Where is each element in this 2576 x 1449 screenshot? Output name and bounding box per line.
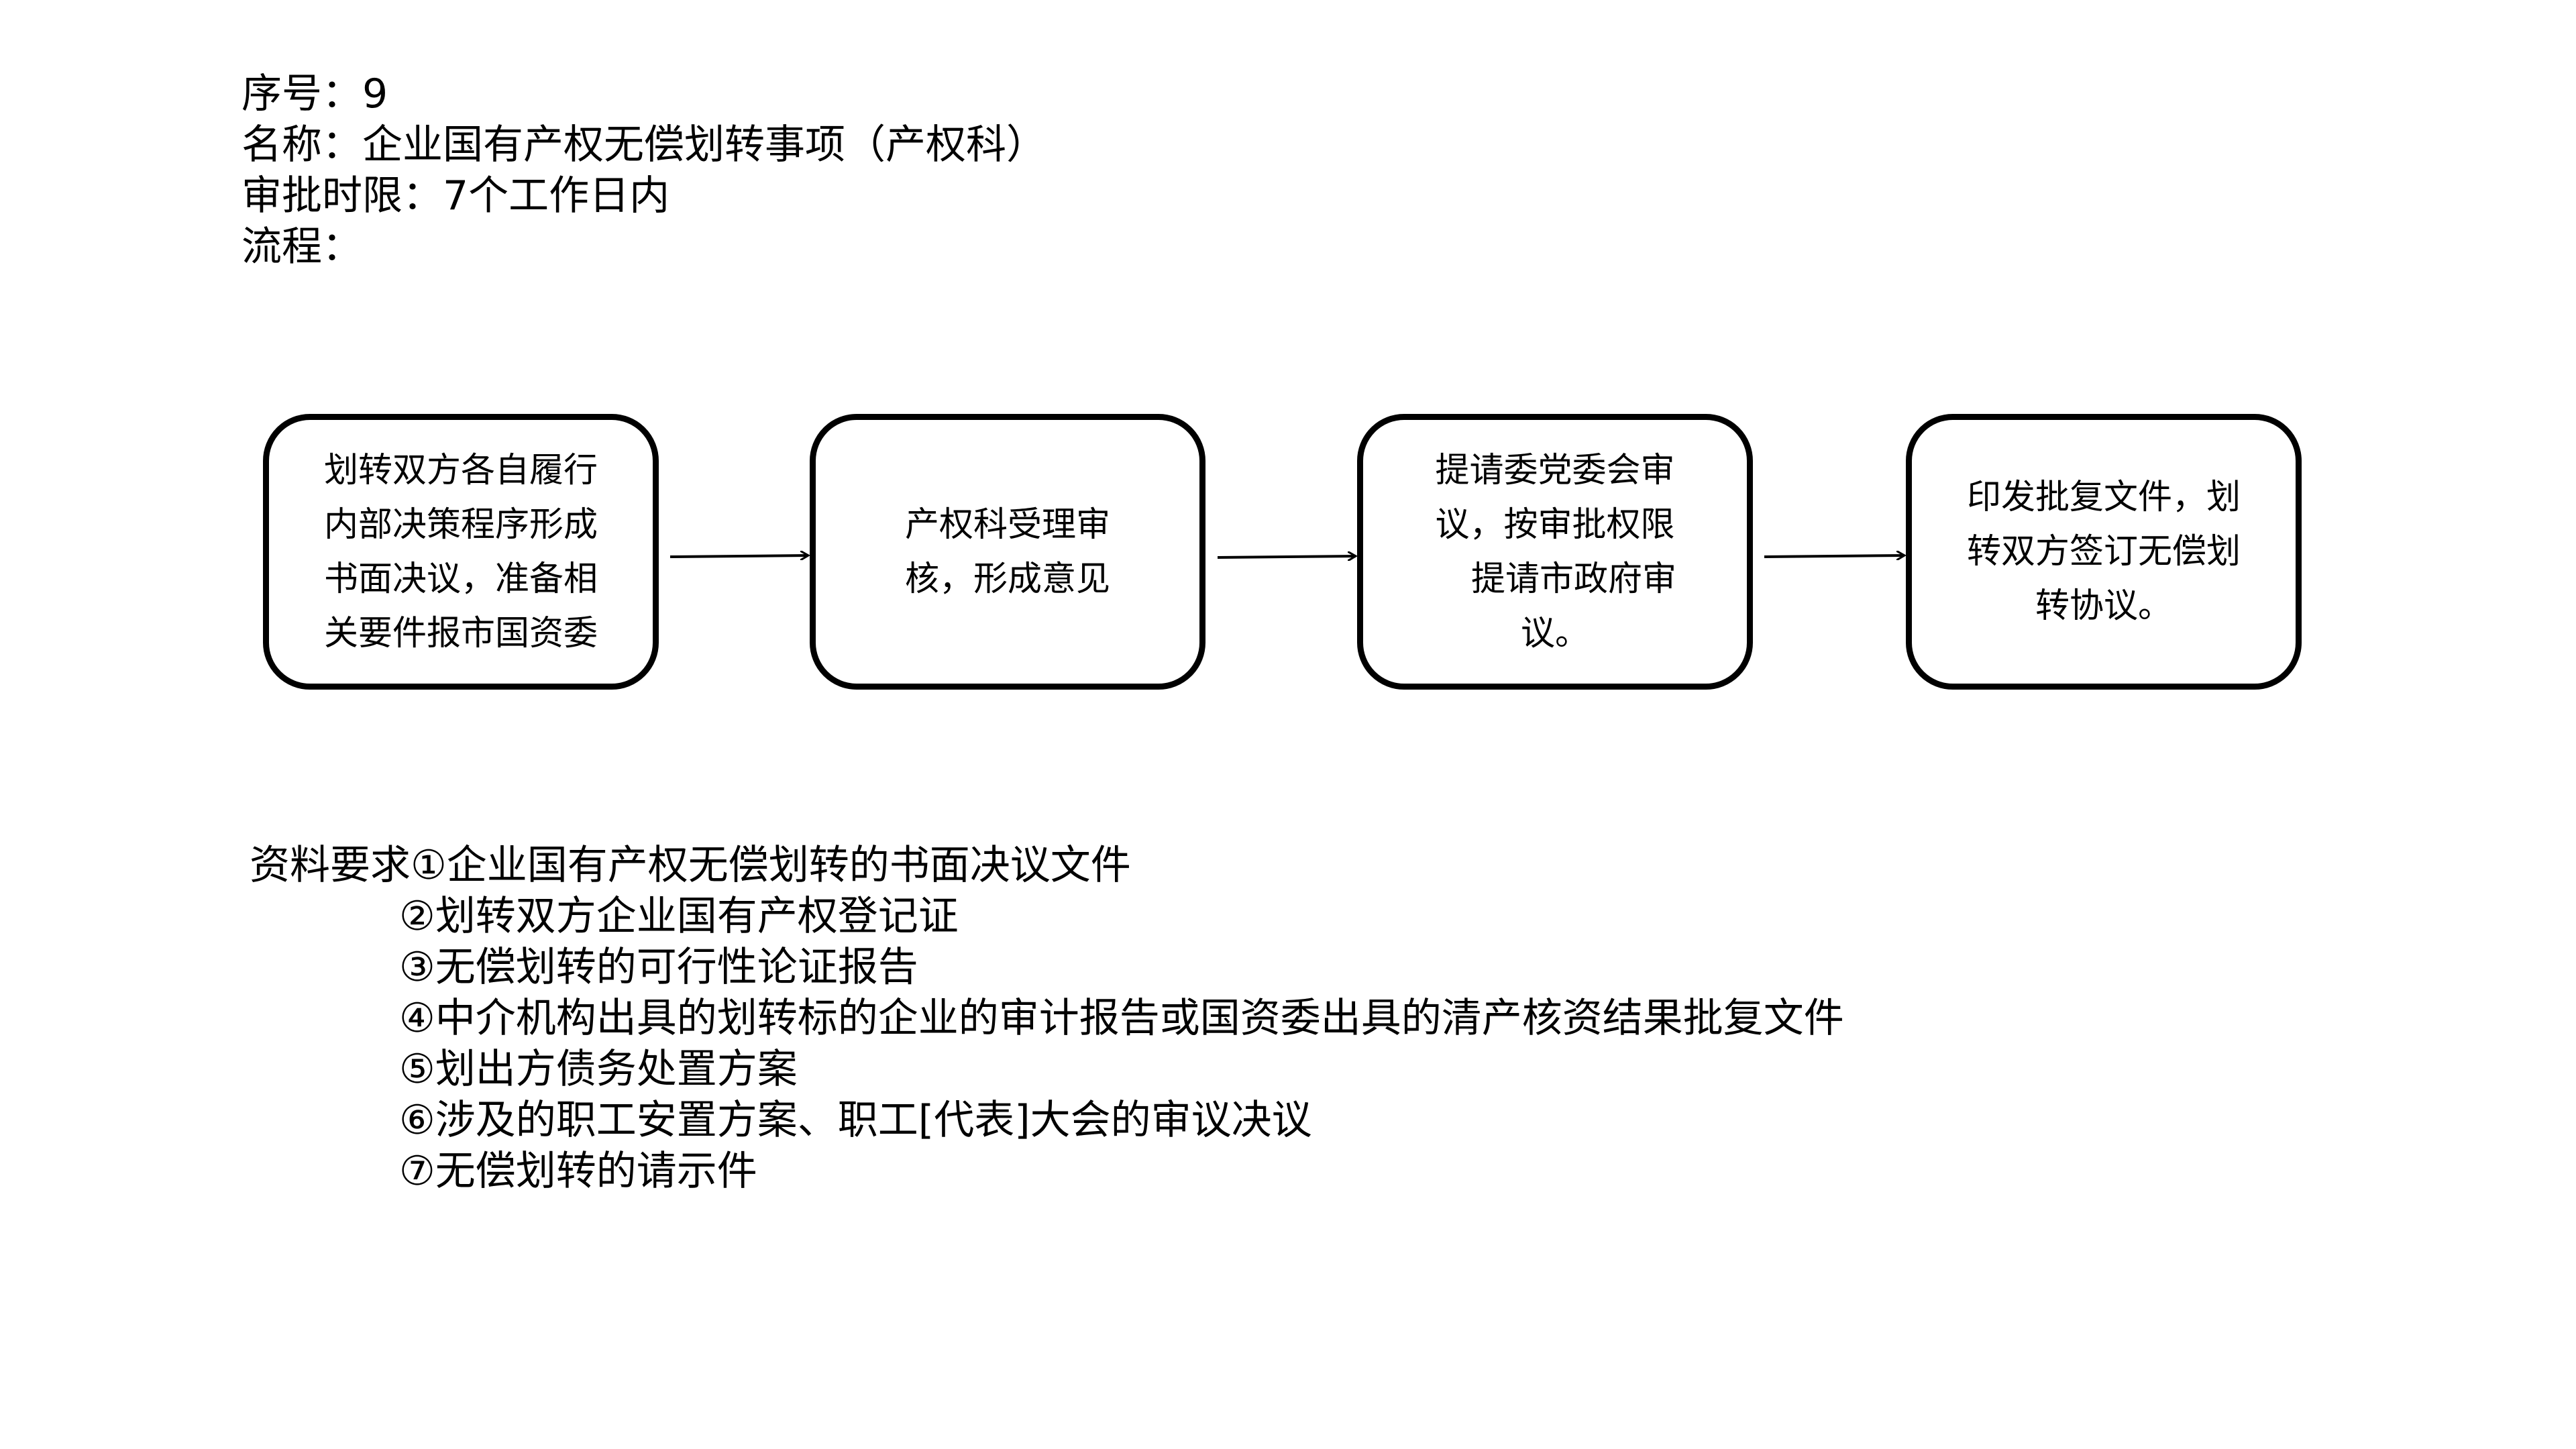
flow-step-2: 产权科受理审 核，形成意见 [810,414,1205,690]
step-text-line: 转协议。 [2035,586,2172,626]
step-text-line: 产权科受理审 [904,504,1110,545]
step-text-line: 议。 [1520,613,1589,653]
requirements-line-1: 资料要求①企业国有产权无偿划转的书面决议文件 [250,840,1131,891]
approval-time-limit: 审批时限：7个工作日内 [241,172,670,219]
step-text-line: 转双方签订无偿划 [1966,532,2241,572]
requirement-item: ⑤划出方债务处置方案 [399,1046,798,1093]
step-text-line: 印发批复文件，划 [1966,478,2241,517]
requirement-item: ⑦无偿划转的请示件 [399,1148,757,1195]
flow-step-4: 印发批复文件，划 转双方签订无偿划 转协议。 [1906,414,2302,690]
flow-step-1: 划转双方各自履行 内部决策程序形成 书面决议，准备相 关要件报市国资委 [263,414,659,690]
requirement-item: ②划转双方企业国有产权登记证 [399,893,959,940]
arrow-step2-to-step3 [1217,556,1356,557]
flow-step-3: 提请委党委会审 议，按审批权限 提请市政府审 议。 [1357,414,1753,690]
arrow-step1-to-step2 [669,555,808,557]
serial-number: 序号：9 [241,70,388,117]
step-text-line: 关要件报市国资委 [323,613,598,653]
step-text-line: 划转双方各自履行 [323,450,598,490]
requirement-item: ⑥涉及的职工安置方案、职工[代表]大会的审议决议 [399,1097,1312,1144]
step-text-line: 提请市政府审 [1470,559,1676,599]
item-name: 名称：企业国有产权无偿划转事项（产权科） [241,121,1046,168]
step-text-line: 核，形成意见 [904,559,1110,599]
step-text-line: 提请委党委会审 [1435,450,1675,490]
requirement-item: ③无偿划转的可行性论证报告 [399,944,918,991]
step-text-line: 议，按审批权限 [1435,504,1675,545]
process-label: 流程： [241,223,362,270]
step-text-line: 内部决策程序形成 [323,504,598,545]
requirement-item: ①企业国有产权无偿划转的书面决议文件 [411,842,1131,889]
step-text-line: 书面决议，准备相 [323,559,598,599]
arrow-step3-to-step4 [1764,555,1904,557]
requirements-label: 资料要求 [250,842,411,889]
requirement-item: ④中介机构出具的划转标的企业的审计报告或国资委出具的清产核资结果批复文件 [399,995,1844,1042]
